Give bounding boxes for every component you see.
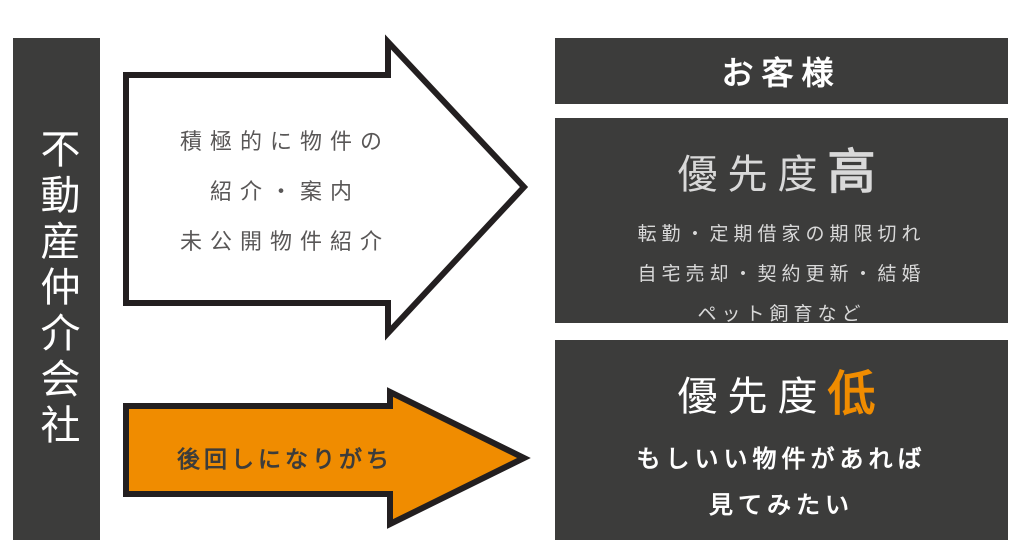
bottom-arrow-shape (123, 387, 531, 529)
top-arrow-line: 未公開物件紹介 (179, 230, 390, 255)
priority-prefix: 優先度 (677, 374, 828, 420)
top-arrow-text: 積極的に物件の 紹介・案内 未公開物件紹介 (150, 118, 420, 268)
low-reason-line: 見てみたい (709, 491, 854, 519)
top-arrow-shape (123, 34, 529, 341)
real-estate-agency-bar: 不動産仲介会社 (13, 38, 100, 540)
priority-level: 高 (827, 144, 886, 200)
priority-prefix: 優先度 (677, 152, 828, 198)
top-arrow-line: 積極的に物件の (179, 130, 390, 155)
high-reason-line: 自宅売却・契約更新・結婚 (637, 263, 926, 285)
priority-level: 低 (827, 366, 886, 422)
low-reason-line: もしいい物件があれば (636, 445, 927, 473)
bottom-arrow-text: 後回しになりがち (177, 447, 393, 473)
low-priority-title: 優先度低 (555, 354, 1008, 424)
high-priority-box: 優先度高 転勤・定期借家の期限切れ 自宅売却・契約更新・結婚 ペット飼育など (555, 118, 1008, 325)
customer-header: お客様 (555, 38, 1008, 104)
high-priority-title: 優先度高 (555, 132, 1008, 202)
top-arrow-line: 紹介・案内 (209, 180, 360, 205)
agency-label: 不動産仲介会社 (33, 128, 80, 450)
high-reason-line: 転勤・定期借家の期限切れ (637, 223, 926, 245)
low-priority-box: 優先度低 もしいい物件があれば 見てみたい (555, 340, 1008, 540)
high-reason-line: ペット飼育など (697, 303, 866, 325)
